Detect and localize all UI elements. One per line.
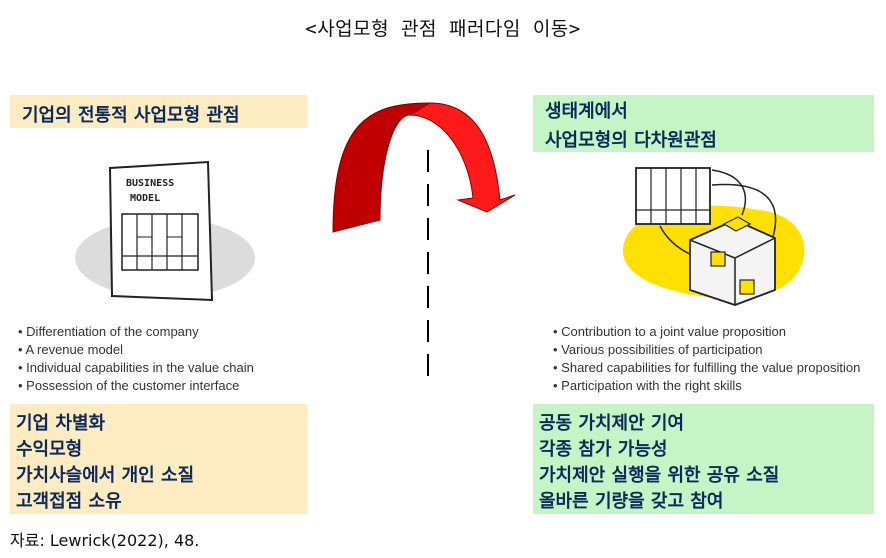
ecosystem-bullet: Participation with the right skills — [553, 377, 860, 395]
paradigm-shift-arrow — [332, 102, 516, 385]
traditional-view-bullets: Differentiation of the company A revenue… — [18, 323, 254, 395]
ecosystem-view-header-box: 생태계에서 사업모형의 다차원관점 — [533, 95, 874, 152]
ecosystem-view-bullets: Contribution to a joint value propositio… — [553, 323, 860, 395]
ecosystem-summary-item: 가치제안 실행을 위한 공유 소질 — [539, 465, 780, 486]
ecosystem-cube-icon — [689, 216, 776, 306]
business-label: BUSINESS — [126, 178, 174, 189]
model-label: MODEL — [130, 193, 160, 204]
ecosystem-summary-item: 각종 참가 가능성 — [539, 439, 668, 460]
traditional-bullet: Possession of the customer interface — [18, 377, 254, 395]
ecosystem-summary-box: 공동 가치제안 기여 각종 참가 가능성 가치제안 실행을 위한 공유 소질 올… — [533, 404, 874, 514]
ecosystem-bullet: Shared capabilities for fulfilling the v… — [553, 359, 860, 377]
flow-arrow-1 — [711, 169, 746, 216]
ecosystem-summary-item: 올바른 기량을 갖고 참여 — [539, 491, 724, 512]
traditional-summary-box: 기업 차별화 수익모형 가치사슬에서 개인 소질 고객접점 소유 — [10, 404, 307, 514]
traditional-bullet: Differentiation of the company — [18, 323, 254, 341]
traditional-summary-item: 고객접점 소유 — [16, 491, 122, 512]
traditional-summary-item: 기업 차별화 — [16, 413, 106, 434]
page-title: <사업모형 관점 패러다임 이동> — [305, 18, 581, 40]
business-model-sheet-icon — [108, 160, 214, 302]
ecosystem-view-header-line-2: 사업모형의 다차원관점 — [545, 130, 717, 151]
flow-arrow-2 — [711, 183, 777, 241]
ecosystem-bullet: Contribution to a joint value propositio… — [553, 323, 860, 341]
traditional-bullet: A revenue model — [18, 341, 254, 359]
ecosystem-summary-item: 공동 가치제안 기여 — [539, 413, 685, 434]
traditional-bullet: Individual capabilities in the value cha… — [18, 359, 254, 377]
traditional-summary-item: 가치사슬에서 개인 소질 — [16, 465, 195, 486]
small-canvas-icon — [635, 167, 711, 225]
traditional-view-header: 기업의 전통적 사업모형 관점 — [22, 105, 240, 126]
source-caption: 자료: Lewrick(2022), 48. — [10, 531, 200, 550]
ecosystem-bullet: Various possibilities of participation — [553, 341, 860, 359]
traditional-summary-item: 수익모형 — [16, 439, 83, 460]
traditional-view-header-box: 기업의 전통적 사업모형 관점 — [10, 95, 307, 128]
ecosystem-view-header-line-1: 생태계에서 — [545, 101, 628, 122]
